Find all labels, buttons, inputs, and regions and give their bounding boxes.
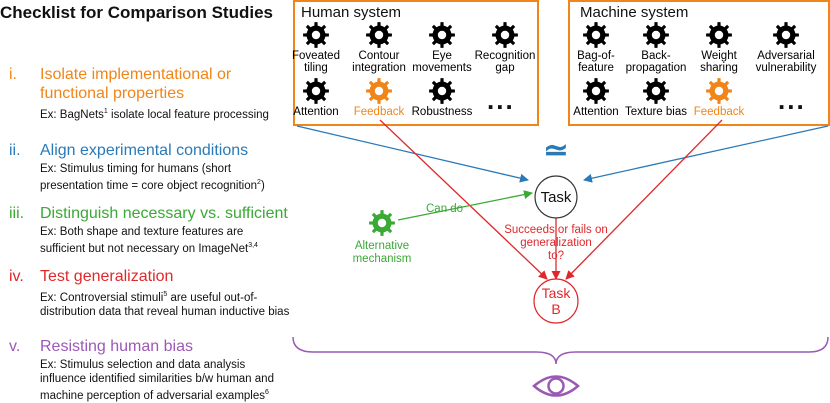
approx-symbol: ≃ <box>543 134 568 167</box>
human-gear-6-icon <box>366 78 392 104</box>
human-feedback-to-taskb-arrow <box>379 119 548 280</box>
machine-gear-6-label: Texture bias <box>624 106 687 118</box>
checklist-item-1-example: Ex: BagNets1 isolate local feature proce… <box>40 108 269 121</box>
task-node <box>534 175 578 219</box>
human-gear-5-icon <box>303 78 329 104</box>
human-to-task-arrow <box>296 125 529 183</box>
machine-gear-6-icon <box>643 78 669 104</box>
machine-gear-5-icon <box>583 78 609 104</box>
alternative-mechanism-gear-icon <box>369 210 395 236</box>
human-gear-5-label: Attention <box>293 106 339 118</box>
page-title: Checklist for Comparison Studies <box>0 3 273 22</box>
checklist-item-4-heading: Test generalization <box>40 268 174 285</box>
succeeds-line-3: to? <box>548 250 564 262</box>
can-do-arrow <box>397 190 533 221</box>
machine-gear-1-icon <box>583 22 609 48</box>
checklist-item-5-number: v. <box>9 338 21 355</box>
machine-gear-4-icon <box>773 22 799 48</box>
checklist-item-1-number: i. <box>9 66 17 83</box>
machine-gear-5-label: Attention <box>573 106 619 118</box>
checklist-item-3-heading: Distinguish necessary vs. sufficient <box>40 205 288 222</box>
human-gear-1-icon <box>303 22 329 48</box>
human-system-title: Human system <box>301 4 402 21</box>
succeeds-line-1: Succeeds or fails on <box>504 224 608 236</box>
machine-feedback-to-taskb-arrow <box>565 119 723 280</box>
checklist-item-2-number: ii. <box>9 142 21 159</box>
checklist-item-5-example: Ex: Stimulus selection and data analysis… <box>40 359 274 402</box>
eye-icon <box>532 375 580 397</box>
checklist-item-2-heading: Align experimental conditions <box>40 142 249 159</box>
human-ellipsis: ... <box>487 85 515 115</box>
task-label: Task <box>541 189 572 206</box>
checklist-item-3-number: iii. <box>9 205 25 222</box>
brace <box>292 336 829 365</box>
machine-gear-7-icon <box>706 78 732 104</box>
alternative-mechanism-line-1: Alternative <box>355 240 409 252</box>
human-gear-7-icon <box>429 78 455 104</box>
alternative-mechanism-line-2: mechanism <box>353 253 412 265</box>
human-gear-6-label: Feedback <box>353 106 405 118</box>
task-b-node <box>533 278 579 324</box>
checklist-item-4-number: iv. <box>9 268 24 285</box>
human-gear-3-icon <box>429 22 455 48</box>
machine-ellipsis: ... <box>778 85 806 115</box>
human-gear-2-icon <box>366 22 392 48</box>
succeeds-line-2: generalization <box>520 237 592 249</box>
can-do-label: Can do <box>426 203 463 215</box>
machine-system-title: Machine system <box>580 4 689 21</box>
machine-gear-3-icon <box>706 22 732 48</box>
machine-gear-2-icon <box>643 22 669 48</box>
checklist-item-5-heading: Resisting human bias <box>40 338 193 355</box>
human-gear-4-icon <box>492 22 518 48</box>
machine-gear-1-label: Bag-of-feature <box>577 50 615 74</box>
human-gear-7-label: Robustness <box>411 106 473 118</box>
machine-to-task-arrow <box>583 125 829 183</box>
machine-system-box: Machine system Bag-of-feature Back-propag… <box>568 0 830 126</box>
task-b-line-1: Task <box>542 285 572 301</box>
checklist-item-4-example: Ex: Controversial stimuli5 are useful ou… <box>40 291 290 318</box>
machine-gear-7-label: Feedback <box>693 106 745 118</box>
task-b-line-2: B <box>551 301 560 317</box>
machine-gear-2-label: Back-propagation <box>625 50 687 74</box>
